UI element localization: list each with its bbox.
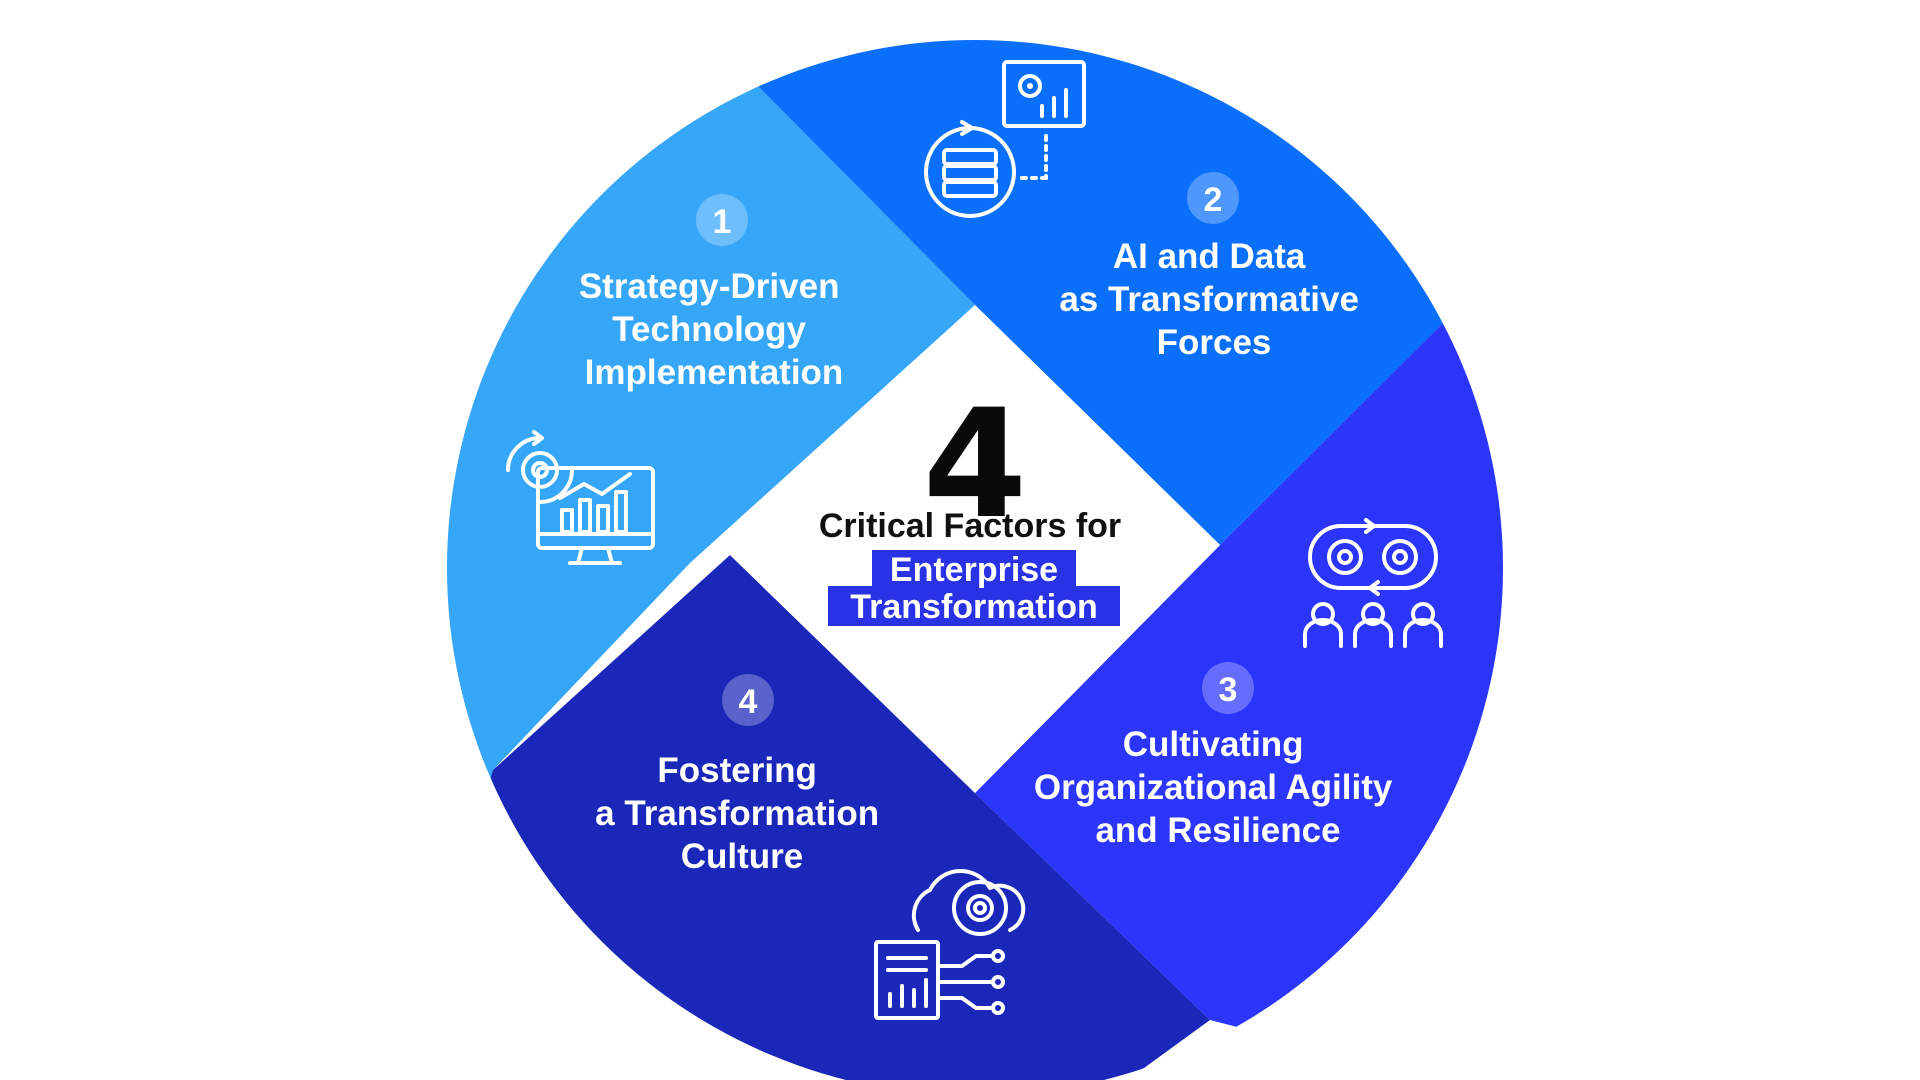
factor-1: 1 Strategy-Driven Technology Implementat… bbox=[506, 194, 849, 565]
factor-3-title-line-1: Cultivating bbox=[1123, 725, 1304, 764]
factor-3-badge bbox=[1202, 662, 1254, 714]
team-gears-cycle-icon bbox=[1303, 518, 1443, 648]
factor-1-title-line-1: Strategy-Driven bbox=[579, 267, 840, 306]
factor-4-number: 4 bbox=[739, 683, 758, 721]
segment-factor-2 bbox=[740, 40, 1503, 545]
center-number: 4 bbox=[923, 378, 1027, 552]
center-subtitle: Critical Factors for bbox=[819, 507, 1121, 545]
factor-1-title-line-3: Implementation bbox=[585, 353, 844, 392]
center-diamond bbox=[730, 305, 1220, 793]
factor-3-title: Cultivating Organizational Agility and R… bbox=[1034, 725, 1402, 850]
factor-2-badge bbox=[1187, 172, 1239, 224]
factor-2-title-line-3: Forces bbox=[1157, 323, 1272, 362]
factor-4-title-line-2: a Transformation bbox=[595, 794, 879, 833]
center-highlight-line-1: Enterprise bbox=[890, 551, 1058, 589]
factor-2-title-line-2: as Transformative bbox=[1059, 280, 1359, 319]
center-highlight-line-2: Transformation bbox=[850, 588, 1097, 626]
factor-4-title-line-1: Fostering bbox=[657, 751, 816, 790]
factor-3-number: 3 bbox=[1219, 671, 1238, 709]
factor-2-title-line-1: AI and Data bbox=[1113, 237, 1306, 276]
factor-4-badge bbox=[722, 674, 774, 726]
factor-3: 3 Cultivating Organizational Agility and… bbox=[1034, 518, 1443, 850]
factor-2-number: 2 bbox=[1204, 181, 1223, 219]
factor-2: 2 AI and Data as Transformative Forces bbox=[924, 60, 1368, 362]
factor-4-title-line-3: Culture bbox=[681, 837, 804, 876]
factor-4: 4 Fostering a Transformation Culture bbox=[595, 674, 1026, 1020]
highlight-box-2 bbox=[828, 586, 1120, 626]
database-sync-dashboard-icon bbox=[924, 60, 1086, 218]
segment-factor-1 bbox=[447, 40, 975, 1080]
factor-1-badge bbox=[696, 194, 748, 246]
factor-3-title-line-2: Organizational Agility bbox=[1034, 768, 1393, 807]
factor-1-title-line-2: Technology bbox=[612, 310, 806, 349]
factor-3-title-line-3: and Resilience bbox=[1095, 811, 1340, 850]
factor-2-title: AI and Data as Transformative Forces bbox=[1059, 237, 1368, 362]
cloud-document-circuit-gear-icon bbox=[874, 868, 1026, 1020]
factor-1-title: Strategy-Driven Technology Implementatio… bbox=[579, 267, 849, 392]
monitor-chart-gear-icon bbox=[506, 430, 655, 565]
factor-4-title: Fostering a Transformation Culture bbox=[595, 751, 889, 876]
factor-1-number: 1 bbox=[713, 203, 732, 241]
highlight-box-1 bbox=[872, 550, 1076, 590]
